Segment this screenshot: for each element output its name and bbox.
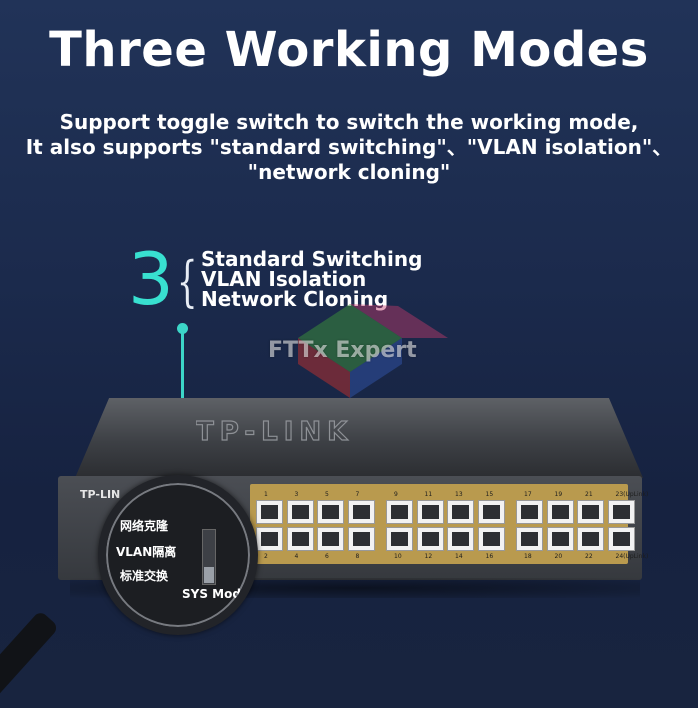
brace-icon: { xyxy=(176,250,198,313)
front-brand-label: TP-LIN xyxy=(80,488,121,501)
subtitle-line: It also supports "standard switching"、"V… xyxy=(25,135,673,159)
port-number: 22 xyxy=(585,553,593,560)
ethernet-port xyxy=(386,500,413,524)
subtitle-line: Support toggle switch to switch the work… xyxy=(59,110,639,134)
port-number: 6 xyxy=(325,553,329,560)
port-number: 18 xyxy=(524,553,532,560)
mode-list: Standard Switching VLAN Isolation Networ… xyxy=(201,249,422,309)
port-number: 9 xyxy=(394,491,398,498)
subtitle: Support toggle switch to switch the work… xyxy=(0,110,698,185)
ethernet-port xyxy=(347,527,375,551)
watermark-logo-icon xyxy=(298,304,448,398)
ethernet-port xyxy=(447,527,474,551)
ethernet-port xyxy=(477,527,505,551)
port-number: 10 xyxy=(394,553,402,560)
port-number: 23(UpLink) xyxy=(615,491,649,498)
port-number: 4 xyxy=(294,553,299,560)
mode-toggle-knob[interactable] xyxy=(204,567,214,583)
port-number: 21 xyxy=(585,491,593,498)
mode-count: 3 xyxy=(128,237,174,321)
ethernet-port xyxy=(546,527,574,551)
ethernet-port xyxy=(516,527,543,551)
ethernet-port xyxy=(577,527,604,551)
ethernet-port xyxy=(607,527,635,551)
port-number: 2 xyxy=(264,553,268,560)
port-number: 20 xyxy=(554,553,563,560)
ethernet-port xyxy=(286,527,314,551)
subtitle-line: "network cloning" xyxy=(247,160,451,184)
port-number: 7 xyxy=(355,491,360,498)
switch-top-panel xyxy=(75,398,643,478)
port-number: 15 xyxy=(485,491,494,498)
magnifier-lens: 网络克隆 VLAN隔离 标准交换 SYS Mode xyxy=(98,475,258,635)
mode-item: Standard Switching xyxy=(201,247,423,271)
port-number: 16 xyxy=(485,553,494,560)
port-number: 5 xyxy=(325,491,329,498)
ethernet-port xyxy=(347,500,375,524)
port-number: 8 xyxy=(355,553,360,560)
ethernet-port xyxy=(577,500,604,524)
port-number: 14 xyxy=(455,553,463,560)
ethernet-port xyxy=(386,527,413,551)
ethernet-port xyxy=(256,527,283,551)
lens-label: VLAN隔离 xyxy=(116,545,177,559)
ethernet-port xyxy=(286,500,314,524)
port-number: 13 xyxy=(455,491,463,498)
ethernet-port xyxy=(516,500,543,524)
mode-item: VLAN Isolation xyxy=(201,267,367,291)
port-number: 1 xyxy=(264,491,268,498)
port-number: 12 xyxy=(424,553,433,560)
mode-item: Network Cloning xyxy=(201,287,389,311)
port-number: 19 xyxy=(554,491,563,498)
port-number: 3 xyxy=(294,491,299,498)
ethernet-port xyxy=(317,500,344,524)
lens-label: 网络克隆 xyxy=(120,519,169,533)
ethernet-port xyxy=(477,500,505,524)
port-number: 17 xyxy=(524,491,532,498)
port-number: 11 xyxy=(424,491,433,498)
ethernet-port xyxy=(447,500,474,524)
ethernet-port xyxy=(607,500,635,524)
port-panel xyxy=(250,484,628,564)
ethernet-port xyxy=(256,500,283,524)
ethernet-port xyxy=(416,527,444,551)
lens-label: 标准交换 xyxy=(120,569,169,583)
watermark-text: FTTx Expert xyxy=(268,338,417,363)
ethernet-port xyxy=(416,500,444,524)
brand-logo-icon: TP-LINK xyxy=(196,418,353,446)
ethernet-port xyxy=(317,527,344,551)
sys-mode-label: SYS Mode xyxy=(182,587,250,601)
ethernet-port xyxy=(546,500,574,524)
port-number: 24(UpLink) xyxy=(615,553,649,560)
brand-logo-text: TP-LINK xyxy=(196,418,353,446)
page-title: Three Working Modes xyxy=(49,22,649,78)
